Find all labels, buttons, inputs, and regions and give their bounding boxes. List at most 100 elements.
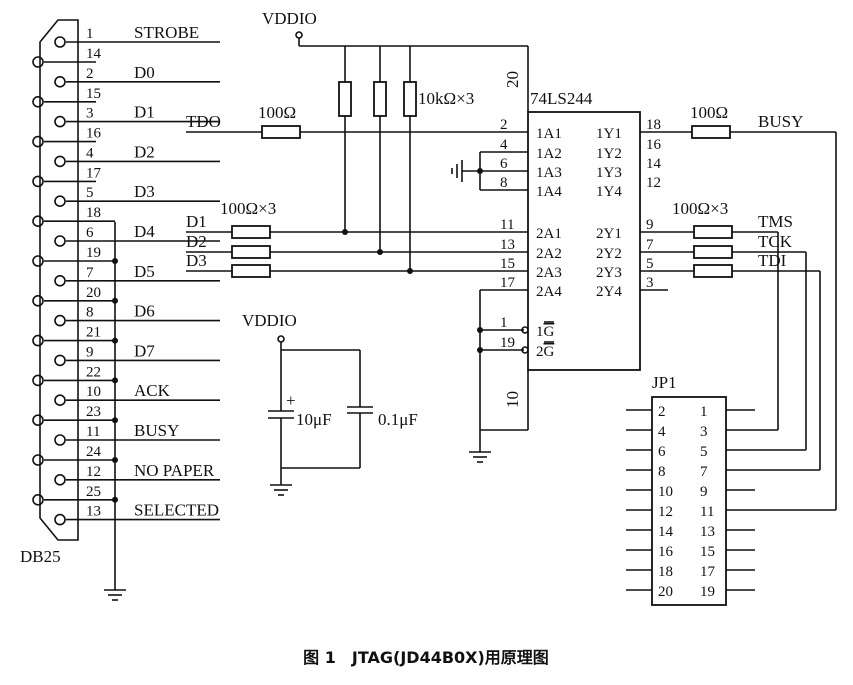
- db25-pin-17: [32, 175, 44, 188]
- jp1-pin-2: 2: [658, 404, 666, 420]
- db25-pin-number: 14: [86, 46, 102, 62]
- chip-pin-name: 1Y1: [596, 126, 622, 142]
- db25-signal-label: ACK: [134, 381, 171, 400]
- db25-pin-16: [32, 135, 44, 148]
- db25-pin-15: [32, 96, 44, 108]
- vddio-terminal-top: [295, 31, 303, 39]
- db25-signal-label: D2: [134, 142, 155, 161]
- jp1-pin-13: 13: [700, 524, 715, 540]
- chip-pin-name: 1A2: [536, 146, 562, 162]
- d3-input-label: D3: [186, 251, 207, 270]
- d2-input-label: D2: [186, 232, 207, 251]
- db25-pin-number: 9: [86, 344, 94, 360]
- db25-pin-number: 1: [86, 26, 94, 42]
- db25-pin-number: 2: [86, 66, 94, 82]
- db25-pin-10: [54, 394, 66, 407]
- db25-pin-number: 5: [86, 185, 94, 201]
- db25-pin-number: 20: [86, 285, 101, 301]
- tck-label: TCK: [758, 232, 793, 251]
- chip-pin-name: 1A3: [536, 165, 562, 181]
- chip-pin-name: 1Y3: [596, 165, 622, 181]
- chip-pin-name: 2A1: [536, 226, 562, 242]
- db25-pin-number: 10: [86, 384, 101, 400]
- chip-pin-number: 5: [646, 256, 654, 272]
- tdi-label: TDI: [758, 251, 787, 270]
- jp1-pin-17: 17: [700, 564, 716, 580]
- db25-pin-number: 4: [86, 145, 94, 161]
- db25-pin-number: 22: [86, 364, 101, 380]
- jp1-pin-3: 3: [700, 424, 708, 440]
- db25-pin-18: [32, 215, 44, 227]
- chip-vcc-pin: 20: [503, 71, 522, 88]
- jp1-pin-9: 9: [700, 484, 708, 500]
- chip-pin-name: 1G: [536, 324, 555, 340]
- jp1-pin-11: 11: [700, 504, 714, 520]
- chip-pin-name: 1Y4: [596, 184, 622, 200]
- db25-pin-13: [54, 513, 66, 526]
- db25-signal-label: D6: [134, 302, 155, 321]
- db25-signal-label: BUSY: [134, 421, 179, 440]
- db25-signal-label: D4: [134, 222, 155, 241]
- chip-ground-wiring: [469, 289, 529, 463]
- db25-signal-label: D1: [134, 103, 155, 122]
- db25-signal-label: D0: [134, 63, 155, 82]
- chip-pin-name: 1A1: [536, 126, 562, 142]
- chip-pin-number: 8: [500, 175, 508, 191]
- db25-pin-7: [54, 274, 66, 287]
- chip-pin-number: 2: [500, 117, 508, 133]
- tdo-resistor-label: 100Ω: [258, 103, 296, 122]
- db25-pin-number: 18: [86, 205, 101, 221]
- chip-pin-number: 1: [500, 315, 508, 331]
- db25-pin-number: 13: [86, 504, 101, 520]
- db25-pin-11: [54, 434, 66, 446]
- jp1-pin-14: 14: [658, 524, 674, 540]
- db25-pin-21: [32, 334, 44, 347]
- chip-pin-number: 13: [500, 237, 515, 253]
- jp1-pin-10: 10: [658, 484, 673, 500]
- jp1-pin-1: 1: [700, 404, 708, 420]
- chip-pin-number: 17: [500, 275, 516, 291]
- pullup-resistors: [338, 46, 417, 271]
- db25-pin-number: 11: [86, 424, 100, 440]
- busy-resistor-label: 100Ω: [690, 103, 728, 122]
- db25-pin-number: 15: [86, 86, 101, 102]
- jp1-pin-16: 16: [658, 544, 674, 560]
- chip-pin-name: 2G: [536, 344, 555, 360]
- jp1-pin-5: 5: [700, 444, 708, 460]
- db25-signal-label: D7: [134, 341, 155, 360]
- ground-symbol-db25: [104, 589, 126, 601]
- chip-pin-number: 11: [500, 217, 514, 233]
- db25-pin-3: [54, 115, 66, 128]
- busy-output-label: BUSY: [758, 112, 803, 131]
- db25-pin-19: [32, 255, 44, 267]
- db25-pin-23: [32, 414, 44, 427]
- cap-0.1uf-label: 0.1μF: [378, 410, 418, 429]
- tdo-resistor: [261, 125, 301, 139]
- chip-pin-name: 2Y2: [596, 246, 622, 262]
- data-input-wires: [186, 225, 528, 278]
- db25-signal-label: SELECTED: [134, 501, 219, 520]
- chip-pin-number: 19: [500, 335, 515, 351]
- jp1-pin-15: 15: [700, 544, 715, 560]
- data-resistor-label: 100Ω×3: [220, 199, 276, 218]
- db25-label: DB25: [20, 547, 61, 566]
- tms-label: TMS: [758, 212, 793, 231]
- db25-pin-14: [32, 56, 44, 68]
- chip-gnd-pin: 10: [503, 391, 522, 408]
- chip-pin-name: 2A2: [536, 246, 562, 262]
- db25-pin-6: [54, 235, 66, 247]
- jp1-pin-12: 12: [658, 504, 673, 520]
- jp1-pin-19: 19: [700, 584, 715, 600]
- db25-pin-number: 25: [86, 484, 101, 500]
- db25-pin-number: 16: [86, 126, 102, 142]
- db25-pin-9: [54, 354, 66, 367]
- db25-pin-12: [54, 473, 66, 486]
- tdo-label: TDO: [186, 112, 221, 131]
- chip-pin-number: 12: [646, 175, 661, 191]
- db25-pin-number: 7: [86, 265, 94, 281]
- db25-pin-number: 21: [86, 325, 101, 341]
- chip-pin-name: 2A3: [536, 265, 562, 281]
- chip-74ls244: [527, 111, 641, 371]
- jp1-pin-4: 4: [658, 424, 666, 440]
